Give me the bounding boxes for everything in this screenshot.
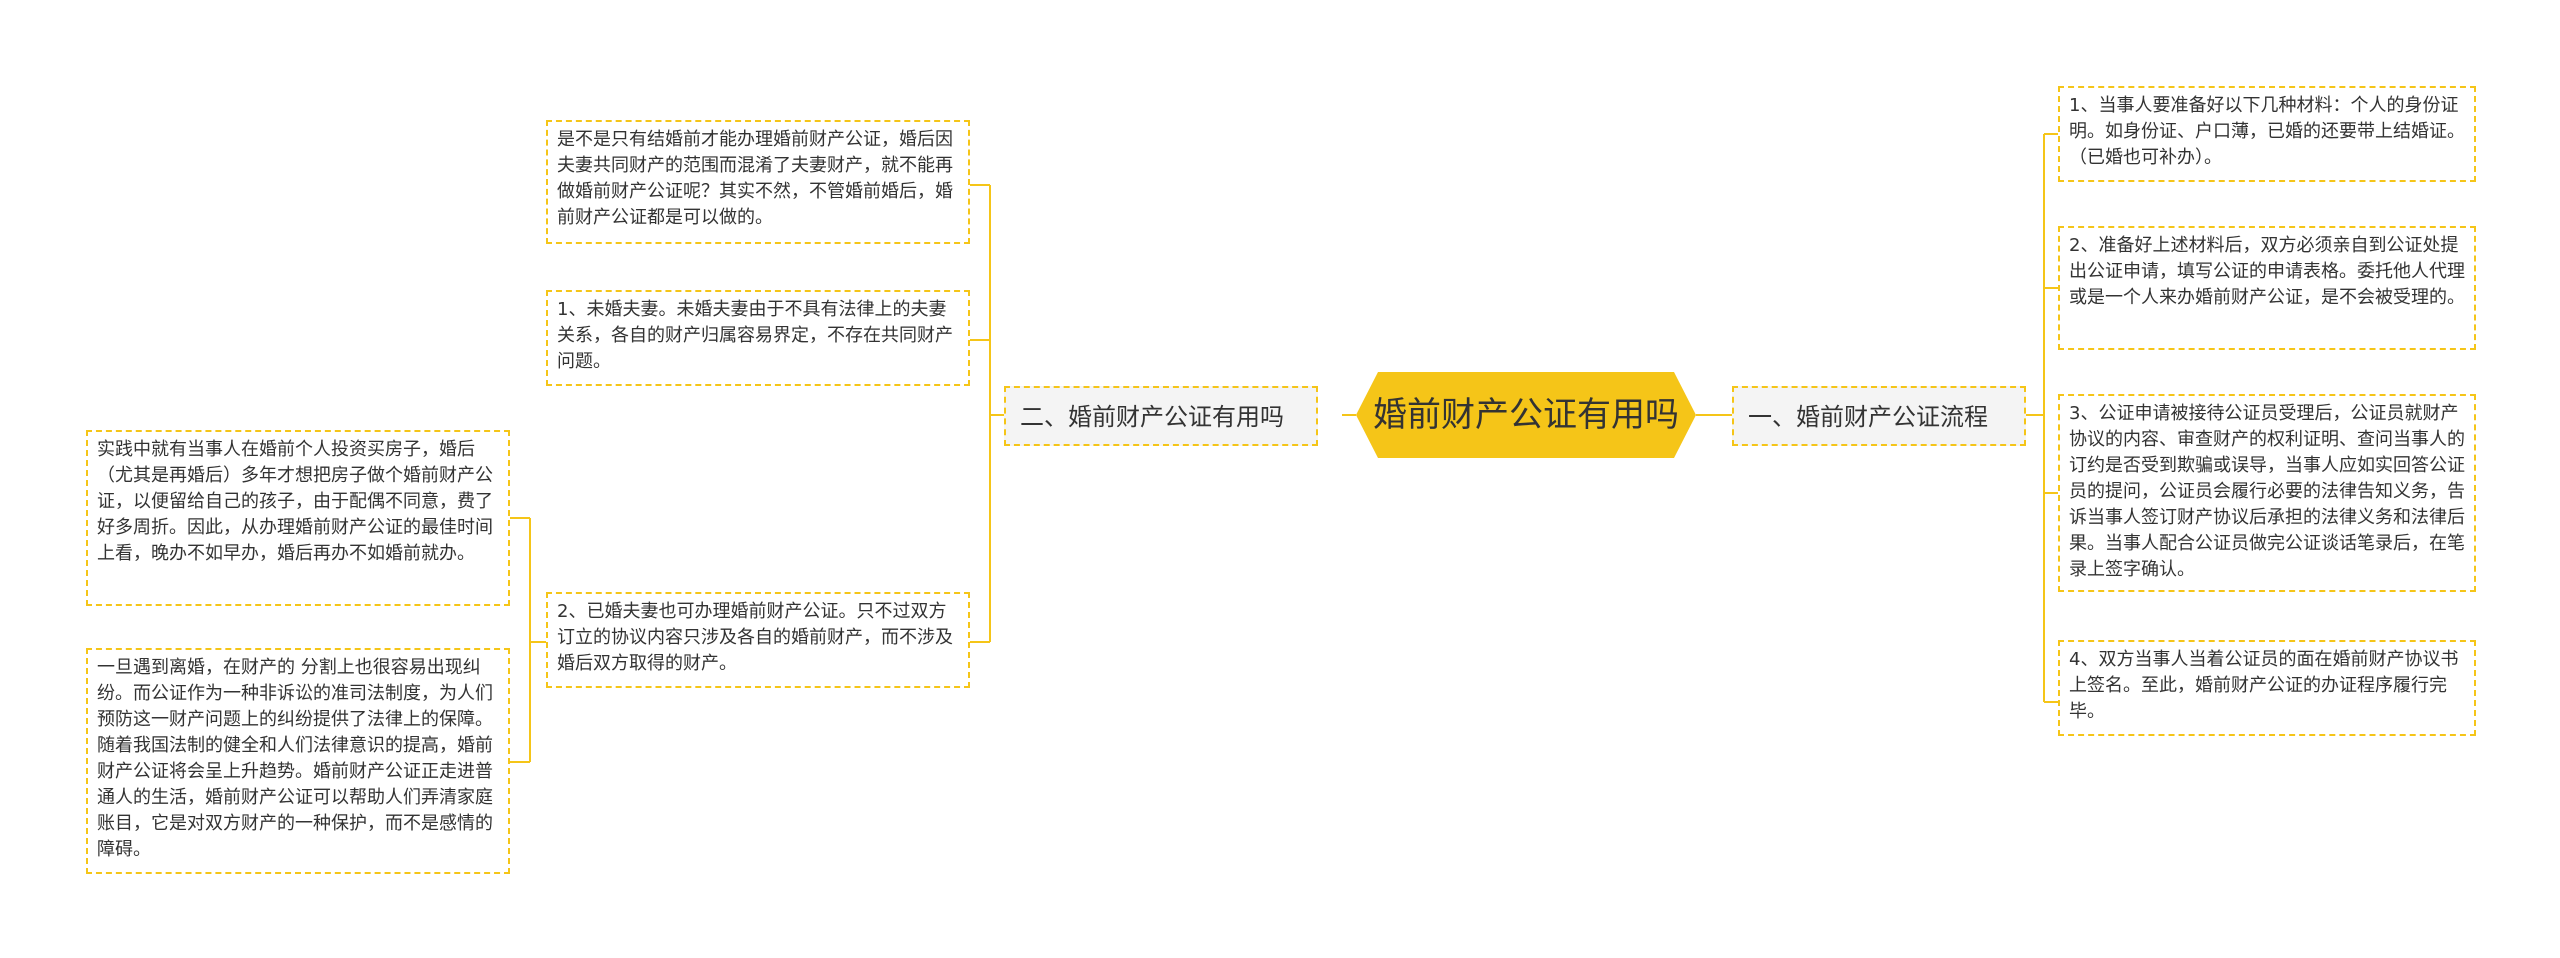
process-step-1[interactable]: 1、当事人要准备好以下几种材料：个人的身份证明。如身份证、户口薄，已婚的还要带上… [2058,86,2476,182]
process-step-2[interactable]: 2、准备好上述材料后，双方必须亲自到公证处提出公证申请，填写公证的申请表格。委托… [2058,226,2476,350]
process-step-1-text: 1、当事人要准备好以下几种材料：个人的身份证明。如身份证、户口薄，已婚的还要带上… [2069,95,2465,168]
center-topic-label: 婚前财产公证有用吗 [1373,395,1679,435]
process-step-4[interactable]: 4、双方当事人当着公证员的面在婚前财产协议书上签名。至此，婚前财产公证的办证程序… [2058,640,2476,736]
usefulness-unmarried[interactable]: 1、未婚夫妻。未婚夫妻由于不具有法律上的夫妻关系，各自的财产归属容易界定，不存在… [546,290,970,386]
married-example-text: 实践中就有当事人在婚前个人投资买房子，婚后（尤其是再婚后）多年才想把房子做个婚前… [97,439,493,564]
usefulness-intro-text: 是不是只有结婚前才能办理婚前财产公证，婚后因夫妻共同财产的范围而混淆了夫妻财产，… [557,129,953,228]
married-benefit[interactable]: 一旦遇到离婚，在财产的 分割上也很容易出现纠纷。而公证作为一种非诉讼的准司法制度… [86,648,510,874]
usefulness-unmarried-text: 1、未婚夫妻。未婚夫妻由于不具有法律上的夫妻关系，各自的财产归属容易界定，不存在… [557,299,953,372]
branch-process[interactable]: 一、婚前财产公证流程 [1732,386,2026,446]
process-step-3-text: 3、公证申请被接待公证员受理后，公证员就财产协议的内容、审查财产的权利证明、查问… [2069,403,2465,580]
married-example[interactable]: 实践中就有当事人在婚前个人投资买房子，婚后（尤其是再婚后）多年才想把房子做个婚前… [86,430,510,606]
usefulness-intro[interactable]: 是不是只有结婚前才能办理婚前财产公证，婚后因夫妻共同财产的范围而混淆了夫妻财产，… [546,120,970,244]
branch-process-label: 一、婚前财产公证流程 [1748,403,1988,431]
process-step-2-text: 2、准备好上述材料后，双方必须亲自到公证处提出公证申请，填写公证的申请表格。委托… [2069,235,2465,308]
married-benefit-text: 一旦遇到离婚，在财产的 分割上也很容易出现纠纷。而公证作为一种非诉讼的准司法制度… [97,657,493,860]
branch-usefulness[interactable]: 二、婚前财产公证有用吗 [1004,386,1318,446]
usefulness-married-text: 2、已婚夫妻也可办理婚前财产公证。只不过双方订立的协议内容只涉及各自的婚前财产，… [557,601,953,674]
center-topic[interactable]: 婚前财产公证有用吗 [1356,372,1696,458]
branch-usefulness-label: 二、婚前财产公证有用吗 [1020,403,1284,431]
center-topic-shape [1356,372,1696,458]
process-step-3[interactable]: 3、公证申请被接待公证员受理后，公证员就财产协议的内容、审查财产的权利证明、查问… [2058,394,2476,592]
process-step-4-text: 4、双方当事人当着公证员的面在婚前财产协议书上签名。至此，婚前财产公证的办证程序… [2069,649,2459,722]
usefulness-married[interactable]: 2、已婚夫妻也可办理婚前财产公证。只不过双方订立的协议内容只涉及各自的婚前财产，… [546,592,970,688]
